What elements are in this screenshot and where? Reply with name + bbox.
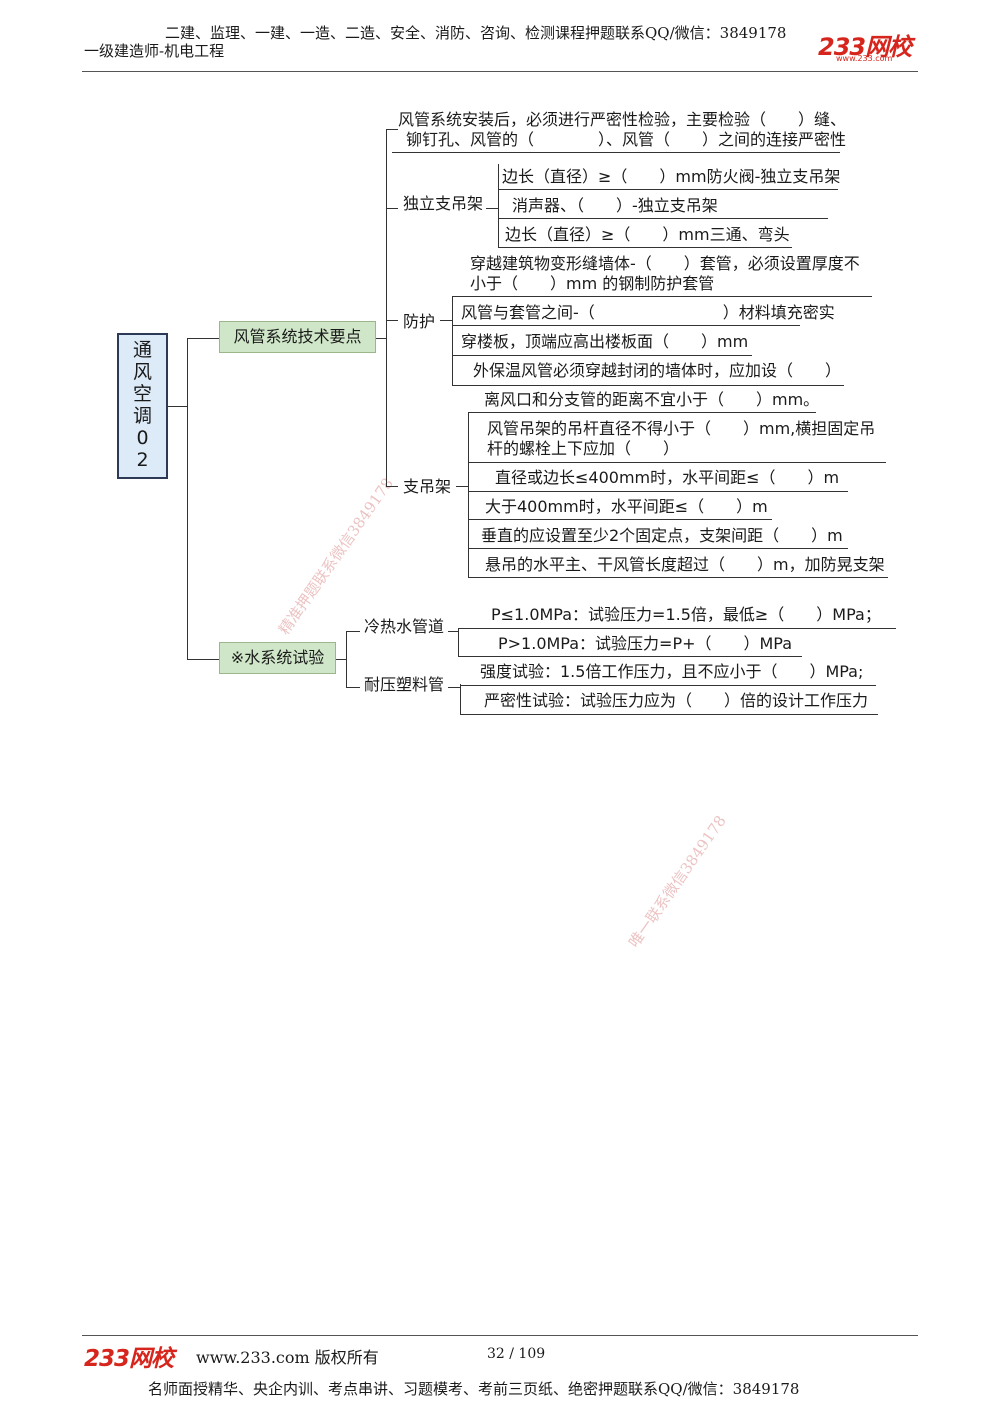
underline <box>452 355 752 356</box>
connector <box>448 687 460 688</box>
sub-support-hanger: 支吊架 <box>403 477 452 496</box>
connector <box>346 687 360 688</box>
connector <box>376 338 387 339</box>
underline <box>468 548 848 549</box>
leaf-spacing-large: 大于400mm时，水平间距≤（ ）m <box>485 497 768 516</box>
connector <box>448 631 458 632</box>
leaf-spacing-small: 直径或边长≤400mm时，水平间距≤（ ）m <box>495 468 840 487</box>
header-logo: 233网校 <box>818 33 912 61</box>
leaf-hanger-rod: 风管吊架的吊杆直径不得小于（ ）mm,横担固定吊 <box>487 419 876 438</box>
mindmap-root: 通 风 空 调 0 2 <box>117 333 168 479</box>
leaf-strength-test: 强度试验：1.5倍工作压力，且不应小于（ ）MPa; <box>480 662 864 681</box>
sub-plastic-pipe: 耐压塑料管 <box>364 675 445 694</box>
branch-label: 风管系统技术要点 <box>233 327 362 346</box>
underline <box>452 325 800 326</box>
connector <box>456 486 468 487</box>
connector <box>386 129 387 487</box>
leaf-fire-damper: 边长（直径）≥（ ）mm防火阀-独立支吊架 <box>502 167 841 186</box>
root-char: 通 <box>132 339 152 361</box>
leaf-tightness-test: 严密性试验：试验压力应为（ ）倍的设计工作压力 <box>484 691 869 710</box>
underline <box>468 412 816 413</box>
root-char: 0 <box>136 427 149 449</box>
leaf-airtight-check-cont: 铆钉孔、风管的（ ）、风管（ ）之间的连接严密性 <box>406 130 847 149</box>
leaf-high-pressure-test: P>1.0MPa：试验压力=P+（ ）MPa <box>498 634 793 653</box>
leaf-sleeve-fill: 风管与套管之间-（ ）材料填充密实 <box>461 303 835 322</box>
branch-duct-system: 风管系统技术要点 <box>219 321 376 353</box>
leaf-hanger-rod-cont: 杆的螺栓上下应加（ ） <box>487 439 680 458</box>
connector <box>187 338 188 660</box>
header-divider <box>82 71 918 72</box>
connector <box>386 208 398 209</box>
underline <box>498 247 792 248</box>
header-top-text: 二建、监理、一建、一造、二造、安全、消防、咨询、检测课程押题联系QQ/微信：38… <box>165 24 787 42</box>
connector <box>486 208 498 209</box>
connector <box>187 659 219 660</box>
header-logo-url: www.233.com <box>836 54 893 63</box>
leaf-outlet-distance: 离风口和分支管的距离不宜小于（ ）mm。 <box>484 390 820 409</box>
connector <box>498 164 499 248</box>
footer-site: www.233.com 版权所有 <box>196 1348 379 1367</box>
underline <box>468 519 772 520</box>
connector <box>346 631 347 688</box>
leaf-deformation-joint: 穿越建筑物变形缝墙体-（ ）套管，必须设置厚度不 <box>470 254 860 273</box>
root-char: 风 <box>132 361 152 383</box>
leaf-floor-slab: 穿楼板，顶端应高出楼板面（ ）mm <box>461 332 749 351</box>
underline <box>458 628 896 629</box>
leaf-tee-elbow: 边长（直径）≥（ ）mm三通、弯头 <box>505 225 790 244</box>
connector <box>452 296 453 386</box>
underline <box>460 685 876 686</box>
connector <box>346 631 360 632</box>
watermark: 唯一联系微信3849178 <box>625 812 730 951</box>
leaf-deformation-joint-cont: 小于（ ）mm 的钢制防护套管 <box>470 274 715 293</box>
leaf-vertical-fix: 垂直的应设置至少2个固定点，支架间距（ ）m <box>481 526 843 545</box>
underline <box>460 714 878 715</box>
leaf-anti-sway: 悬吊的水平主、干风管长度超过（ ）m，加防晃支架 <box>485 555 885 574</box>
connector <box>386 486 398 487</box>
sub-independent-hanger: 独立支吊架 <box>403 194 484 213</box>
header-subtitle: 一级建造师-机电工程 <box>84 42 225 60</box>
page-number: 32 / 109 <box>487 1346 546 1362</box>
root-char: 空 <box>132 383 152 405</box>
connector <box>336 659 346 660</box>
leaf-low-pressure-test: P≤1.0MPa：试验压力=1.5倍，最低≥（ ）MPa； <box>491 605 881 624</box>
sub-hot-cold-water: 冷热水管道 <box>364 617 445 636</box>
underline <box>498 189 838 190</box>
root-char: 调 <box>132 405 152 427</box>
leaf-insulated-wall: 外保温风管必须穿越封闭的墙体时，应加设（ ） <box>473 361 842 380</box>
footer-divider <box>82 1335 918 1336</box>
connector <box>458 628 459 656</box>
connector <box>168 406 188 407</box>
root-char: 2 <box>136 449 149 471</box>
underline <box>458 656 802 657</box>
underline <box>392 152 840 153</box>
underline <box>468 462 886 463</box>
underline <box>452 385 844 386</box>
leaf-silencer: 消声器、（ ）-独立支吊架 <box>512 196 718 215</box>
sub-protection: 防护 <box>403 312 436 331</box>
branch-water-test: ※水系统试验 <box>219 642 336 674</box>
connector <box>468 412 469 578</box>
footer-bottom-text: 名师面授精华、央企内训、考点串讲、习题模考、考前三页纸、绝密押题联系QQ/微信：… <box>148 1380 800 1398</box>
connector <box>386 320 398 321</box>
connector <box>187 338 219 339</box>
connector <box>440 320 452 321</box>
connector <box>460 684 461 715</box>
footer-logo: 233网校 <box>84 1346 174 1372</box>
branch-label: ※水系统试验 <box>230 648 325 667</box>
underline <box>468 577 888 578</box>
underline <box>498 218 828 219</box>
connector <box>386 129 398 130</box>
underline <box>452 296 872 297</box>
leaf-airtight-check: 风管系统安装后，必须进行严密性检验，主要检验（ ）缝、 <box>398 110 847 129</box>
underline <box>468 491 848 492</box>
